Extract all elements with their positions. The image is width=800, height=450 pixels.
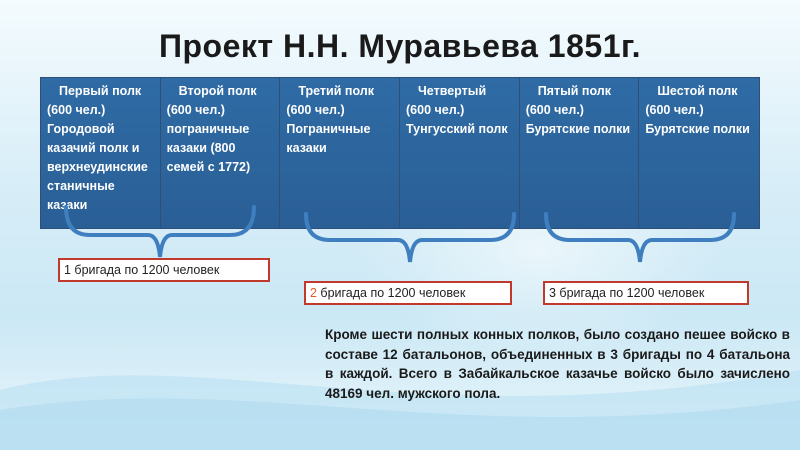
brigade-3-box: 3 бригада по 1200 человек: [543, 281, 749, 305]
brace-2: [304, 212, 516, 263]
brigade-1-text: бригада по 1200 человек: [70, 263, 220, 277]
regiment-4: Четвертый (600 чел.) Тунгусский полк: [400, 78, 520, 228]
regiment-6-size: (600 чел.): [645, 103, 704, 117]
brigade-2-text: бригада по 1200 человек: [316, 286, 466, 300]
regiment-5-title: Пятый полк: [537, 84, 611, 98]
regiment-5-size: (600 чел.): [525, 103, 584, 117]
brigade-3-text: бригада по 1200 человек: [555, 286, 705, 300]
brigade-1-number: 1: [64, 263, 71, 277]
regiment-3-size: (600 чел.): [286, 103, 345, 117]
regiment-6-title: Шестой полк: [657, 84, 738, 98]
regiment-2-title: Второй полк: [178, 84, 257, 98]
regiment-3-title: Третий полк: [298, 84, 374, 98]
brace-1: [64, 205, 256, 258]
regiment-3: Третий полк (600 чел.) Пограничные казак…: [280, 78, 401, 228]
page-title: Проект Н.Н. Муравьева 1851г.: [158, 28, 641, 64]
regiment-1-name: Городовой казачий полк и верхнеудинские …: [47, 122, 148, 212]
regiment-2-name: пограничные казаки (800 семей с 1772): [166, 122, 251, 174]
regiment-3-name: Пограничные казаки: [286, 122, 371, 155]
regiment-1-title: Первый полк: [59, 84, 142, 98]
regiment-4-title: Четвертый: [418, 84, 487, 98]
brigade-2-number: 2: [310, 286, 317, 300]
regiment-4-size: (600 чел.): [406, 103, 465, 117]
regiment-1-size: (600 чел.): [47, 103, 106, 117]
regiment-6: Шестой полк (600 чел.) Бурятские полки: [639, 78, 760, 228]
regiment-5-name: Бурятские полки: [525, 122, 631, 136]
regiment-4-name: Тунгусский полк: [406, 122, 508, 136]
background-wave: [0, 370, 800, 450]
description-paragraph: Кроме шести полных конных полков, было с…: [325, 327, 790, 401]
regiment-2-size: (600 чел.): [166, 103, 225, 117]
brigade-2-box: 2 бригада по 1200 человек: [304, 281, 512, 305]
brigade-1-box: 1 бригада по 1200 человек: [58, 258, 270, 282]
regiment-6-name: Бурятские полки: [645, 122, 750, 136]
regiments-table: Первый полк (600 чел.) Городовой казачий…: [40, 77, 760, 229]
regiment-2: Второй полк (600 чел.) пограничные казак…: [160, 78, 281, 228]
brigade-3-number: 3: [549, 286, 556, 300]
brace-3: [544, 212, 736, 263]
regiment-5: Пятый полк (600 чел.) Бурятские полки: [519, 78, 640, 228]
regiment-1: Первый полк (600 чел.) Городовой казачий…: [41, 78, 161, 228]
